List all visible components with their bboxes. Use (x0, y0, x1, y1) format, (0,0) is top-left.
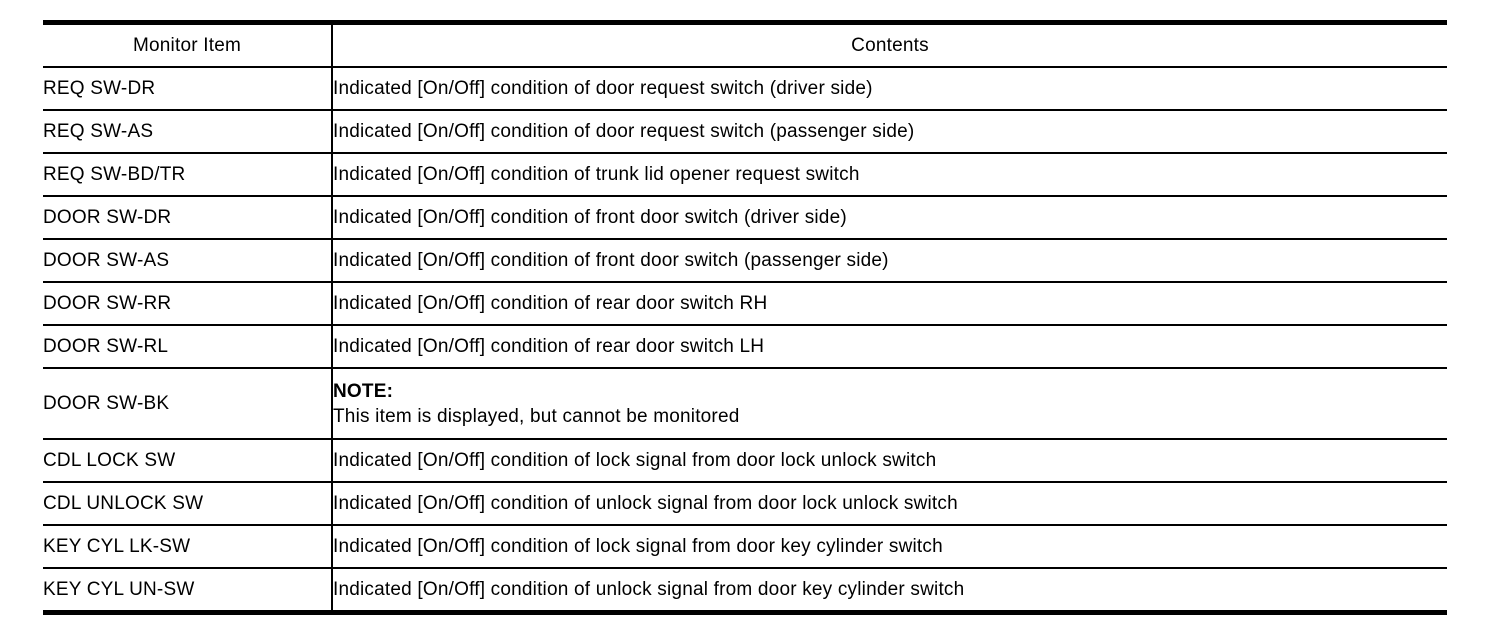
monitor-item-cell: KEY CYL UN-SW (43, 568, 333, 613)
table-row: REQ SW-DR Indicated [On/Off] condition o… (43, 67, 1447, 111)
contents-cell: Indicated [On/Off] condition of lock sig… (332, 439, 1447, 483)
note-label: NOTE: (333, 380, 394, 402)
column-header-contents: Contents (332, 22, 1447, 68)
table-row: DOOR SW-RR Indicated [On/Off] condition … (43, 282, 1447, 326)
contents-cell: Indicated [On/Off] condition of unlock s… (333, 578, 965, 600)
contents-cell: Indicated [On/Off] condition of trunk li… (332, 153, 1447, 197)
monitor-item-cell: CDL LOCK SW (43, 439, 333, 483)
table-row: KEY CYL LK-SW Indicated [On/Off] conditi… (43, 525, 1447, 569)
contents-cell: Indicated [On/Off] condition of unlock s… (332, 482, 1447, 526)
monitor-item-cell: KEY CYL LK-SW (43, 525, 333, 569)
contents-cell: Indicated [On/Off] condition of front do… (332, 239, 1447, 283)
monitor-item-cell: REQ SW-BD/TR (43, 153, 333, 197)
contents-cell: Indicated [On/Off] condition of rear doo… (332, 282, 1447, 326)
table-row: REQ SW-BD/TR Indicated [On/Off] conditio… (43, 153, 1447, 197)
table-row-note: DOOR SW-BK NOTE: This item is displayed,… (43, 368, 1447, 440)
table-row: DOOR SW-DR Indicated [On/Off] condition … (43, 196, 1447, 240)
monitor-item-cell: DOOR SW-BK (43, 368, 333, 440)
table-row: DOOR SW-RL Indicated [On/Off] condition … (43, 325, 1447, 369)
monitor-item-cell: CDL UNLOCK SW (43, 482, 333, 526)
table-row: CDL UNLOCK SW Indicated [On/Off] conditi… (43, 482, 1447, 526)
table-row: DOOR SW-AS Indicated [On/Off] condition … (43, 239, 1447, 283)
table-row: KEY CYL UN-SW Indicated [On/Off] conditi… (43, 568, 1447, 613)
contents-cell: Indicated [On/Off] condition of door req… (332, 67, 1447, 111)
monitor-item-cell: DOOR SW-RL (43, 325, 333, 369)
monitor-item-cell: DOOR SW-AS (43, 239, 333, 283)
contents-cell: Indicated [On/Off] condition of rear doo… (332, 325, 1447, 369)
monitor-item-cell: REQ SW-DR (43, 67, 333, 111)
column-header-monitor-item: Monitor Item (43, 22, 333, 68)
table-row: CDL LOCK SW Indicated [On/Off] condition… (43, 439, 1447, 483)
table-row: REQ SW-AS Indicated [On/Off] condition o… (43, 110, 1447, 154)
monitor-item-cell: DOOR SW-DR (43, 196, 333, 240)
table-header-row: Monitor Item Contents (43, 22, 1447, 68)
monitor-item-table: Monitor Item Contents REQ SW-DR Indicate… (43, 20, 1447, 615)
monitor-item-cell: DOOR SW-RR (43, 282, 333, 326)
contents-cell: Indicated [On/Off] condition of front do… (332, 196, 1447, 240)
contents-cell: Indicated [On/Off] condition of door req… (332, 110, 1447, 154)
monitor-item-cell: REQ SW-AS (43, 110, 333, 154)
note-text: This item is displayed, but cannot be mo… (333, 405, 740, 427)
contents-cell: Indicated [On/Off] condition of lock sig… (332, 525, 1447, 569)
contents-cell: NOTE: This item is displayed, but cannot… (332, 368, 1447, 440)
